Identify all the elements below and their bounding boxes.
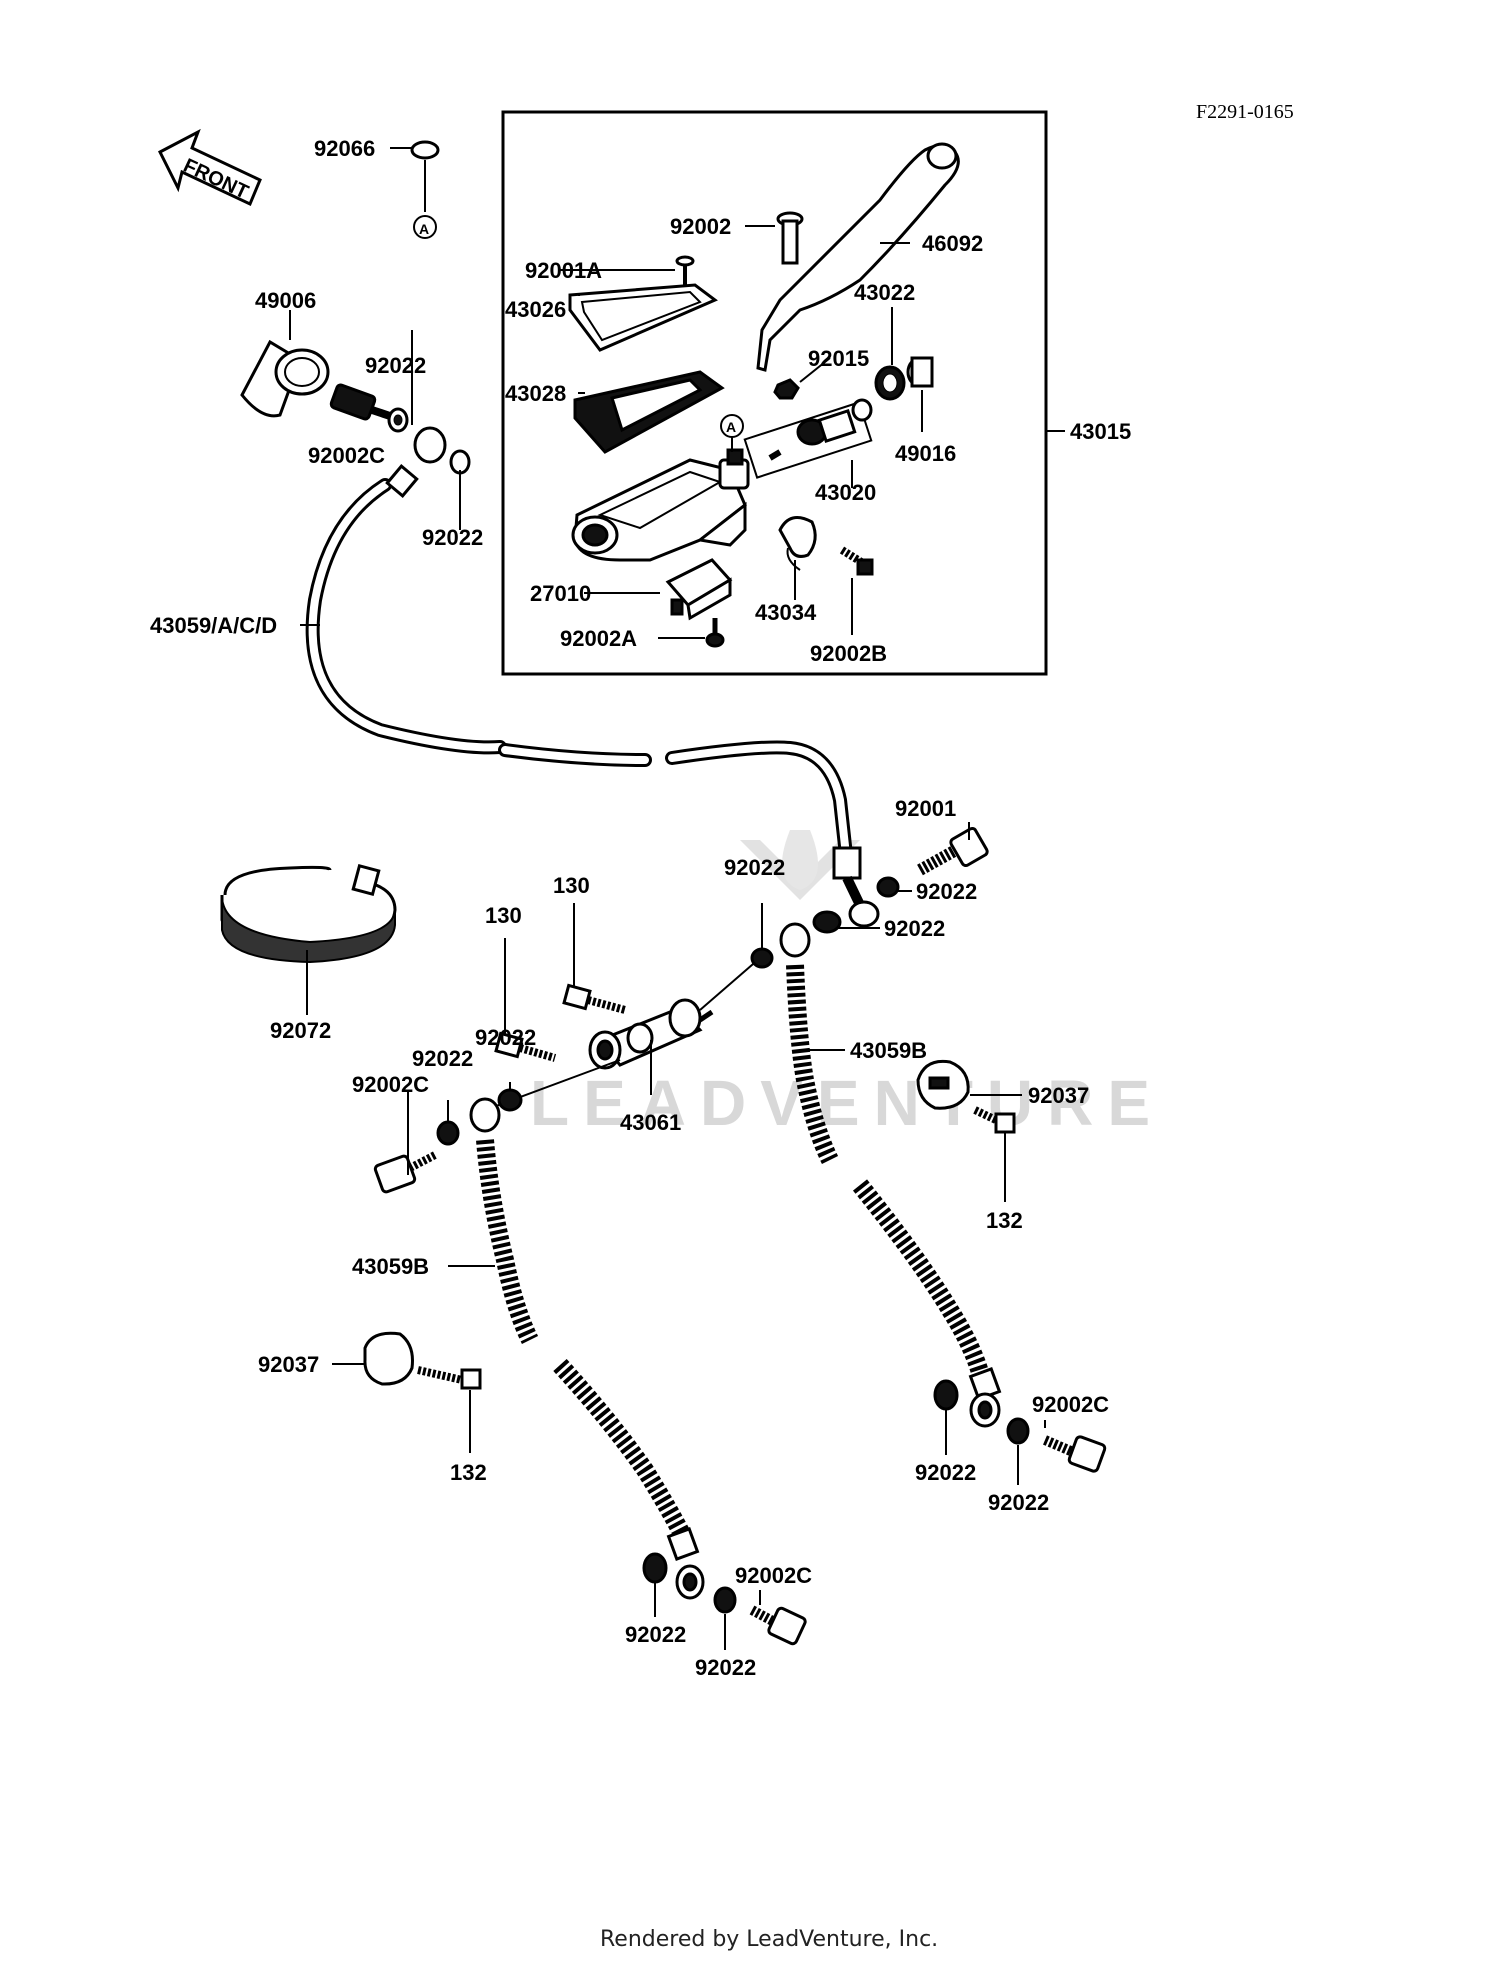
label-43020: 43020 — [815, 480, 876, 505]
part-labels: 92066 49006 92022 92002C 92022 43059/A/C… — [150, 136, 1131, 1680]
bolt-130-b — [562, 983, 627, 1014]
washer-92022-g — [436, 1120, 460, 1146]
washer-92022-h — [933, 1379, 959, 1411]
label-43034: 43034 — [755, 600, 817, 625]
switch-27010 — [665, 558, 733, 621]
washer-92022-k — [713, 1586, 737, 1614]
joint-43061 — [588, 998, 714, 1070]
label-132-a: 132 — [986, 1208, 1023, 1233]
label-92022-k: 92022 — [695, 1655, 756, 1680]
band-92072 — [220, 863, 397, 964]
footer-credit: Rendered by LeadVenture, Inc. — [600, 1927, 938, 1952]
label-92072: 92072 — [270, 1018, 331, 1043]
label-92002: 92002 — [670, 214, 731, 239]
boot-49016 — [906, 356, 934, 388]
washer-92022-c — [876, 876, 900, 898]
label-43059acd: 43059/A/C/D — [150, 613, 277, 638]
label-92002c-b: 92002C — [352, 1072, 429, 1097]
label-92037-a: 92037 — [1028, 1083, 1089, 1108]
label-46092: 46092 — [922, 231, 983, 256]
ref-marker-a-2: A — [726, 419, 736, 435]
label-49016: 49016 — [895, 441, 956, 466]
boot-49006 — [240, 310, 330, 418]
label-43059b-b: 43059B — [352, 1254, 429, 1279]
banjo-bolt-92001 — [917, 826, 989, 876]
label-92022-e: 92022 — [724, 855, 785, 880]
banjo-bolt-92002c-left — [373, 1151, 437, 1194]
ref-marker-a-1: A — [419, 221, 429, 237]
hose-43059b-left — [469, 1097, 705, 1600]
seal-43022 — [874, 365, 906, 401]
master-cylinder-body: A — [571, 414, 750, 562]
label-49006: 49006 — [255, 288, 316, 313]
banjo-bolt-92002c-right-lower — [1043, 1435, 1107, 1473]
label-92001a: 92001A — [525, 258, 602, 283]
label-92002c-c: 92002C — [1032, 1392, 1109, 1417]
leader-joint-right — [699, 957, 761, 1011]
label-43022: 43022 — [854, 280, 915, 305]
master-cylinder-assembly-frame — [501, 110, 1065, 676]
label-92022-g: 92022 — [412, 1046, 473, 1071]
label-92002c-d: 92002C — [735, 1563, 812, 1588]
label-43061: 43061 — [620, 1110, 681, 1135]
label-92022-h: 92022 — [915, 1460, 976, 1485]
screw-92001a — [675, 255, 695, 285]
banjo-bolt-92002c-bottom — [749, 1605, 807, 1646]
diaphragm-43028 — [573, 370, 725, 454]
label-92001: 92001 — [895, 796, 956, 821]
label-130-b: 130 — [485, 903, 522, 928]
label-92015: 92015 — [808, 346, 869, 371]
label-27010: 27010 — [530, 581, 591, 606]
label-92022-b: 92022 — [422, 525, 483, 550]
hose-43059acd — [305, 426, 880, 928]
nut-92015 — [773, 378, 800, 400]
clamp-92037-right — [916, 1059, 1016, 1134]
label-130-a: 130 — [553, 873, 590, 898]
washer-92022-e — [750, 947, 774, 969]
front-arrow-icon: FRONT — [158, 128, 262, 207]
washer-92022-i — [1006, 1417, 1030, 1445]
label-92022-a: 92022 — [365, 353, 426, 378]
washer-92022-b — [449, 449, 471, 475]
piston-assembly-43020 — [743, 398, 873, 479]
label-132-b: 132 — [450, 1460, 487, 1485]
washer-92022-f — [497, 1088, 523, 1112]
watermark-text: LEADVENTURE — [530, 1067, 1164, 1139]
hose-43059b-right — [779, 922, 1002, 1428]
lever-46092 — [756, 142, 960, 372]
reservoir-cap-43026 — [568, 283, 718, 352]
label-92022-d: 92022 — [884, 916, 945, 941]
label-43026: 43026 — [505, 297, 566, 322]
clamp-92037-left — [363, 1331, 482, 1390]
label-92002c-a: 92002C — [308, 443, 385, 468]
bolt-130-a — [494, 1031, 557, 1062]
leader-lines — [300, 225, 1046, 1650]
label-92022-f: 92022 — [475, 1025, 536, 1050]
washer-92022-d — [812, 910, 842, 934]
label-43059b-a: 43059B — [850, 1038, 927, 1063]
screw-92002a — [705, 618, 725, 648]
label-92066: 92066 — [314, 136, 375, 161]
label-92002b: 92002B — [810, 641, 887, 666]
diagram-code: F2291-0165 — [1196, 101, 1294, 123]
label-92022-c: 92022 — [916, 879, 977, 904]
washer-92022-j — [642, 1552, 668, 1584]
label-43028: 43028 — [505, 381, 566, 406]
pivot-bolt-92002 — [776, 211, 804, 265]
banjo-bolt-92002c-top — [329, 383, 409, 433]
clamp-43034 — [778, 516, 817, 571]
watermark: LEADVENTURE — [530, 830, 1164, 1139]
bolt-92002b — [839, 546, 874, 576]
label-92002a: 92002A — [560, 626, 637, 651]
label-92037-b: 92037 — [258, 1352, 319, 1377]
label-43015: 43015 — [1070, 419, 1131, 444]
cap-92066: A — [390, 140, 440, 239]
label-92022-j: 92022 — [625, 1622, 686, 1647]
label-92022-i: 92022 — [988, 1490, 1049, 1515]
